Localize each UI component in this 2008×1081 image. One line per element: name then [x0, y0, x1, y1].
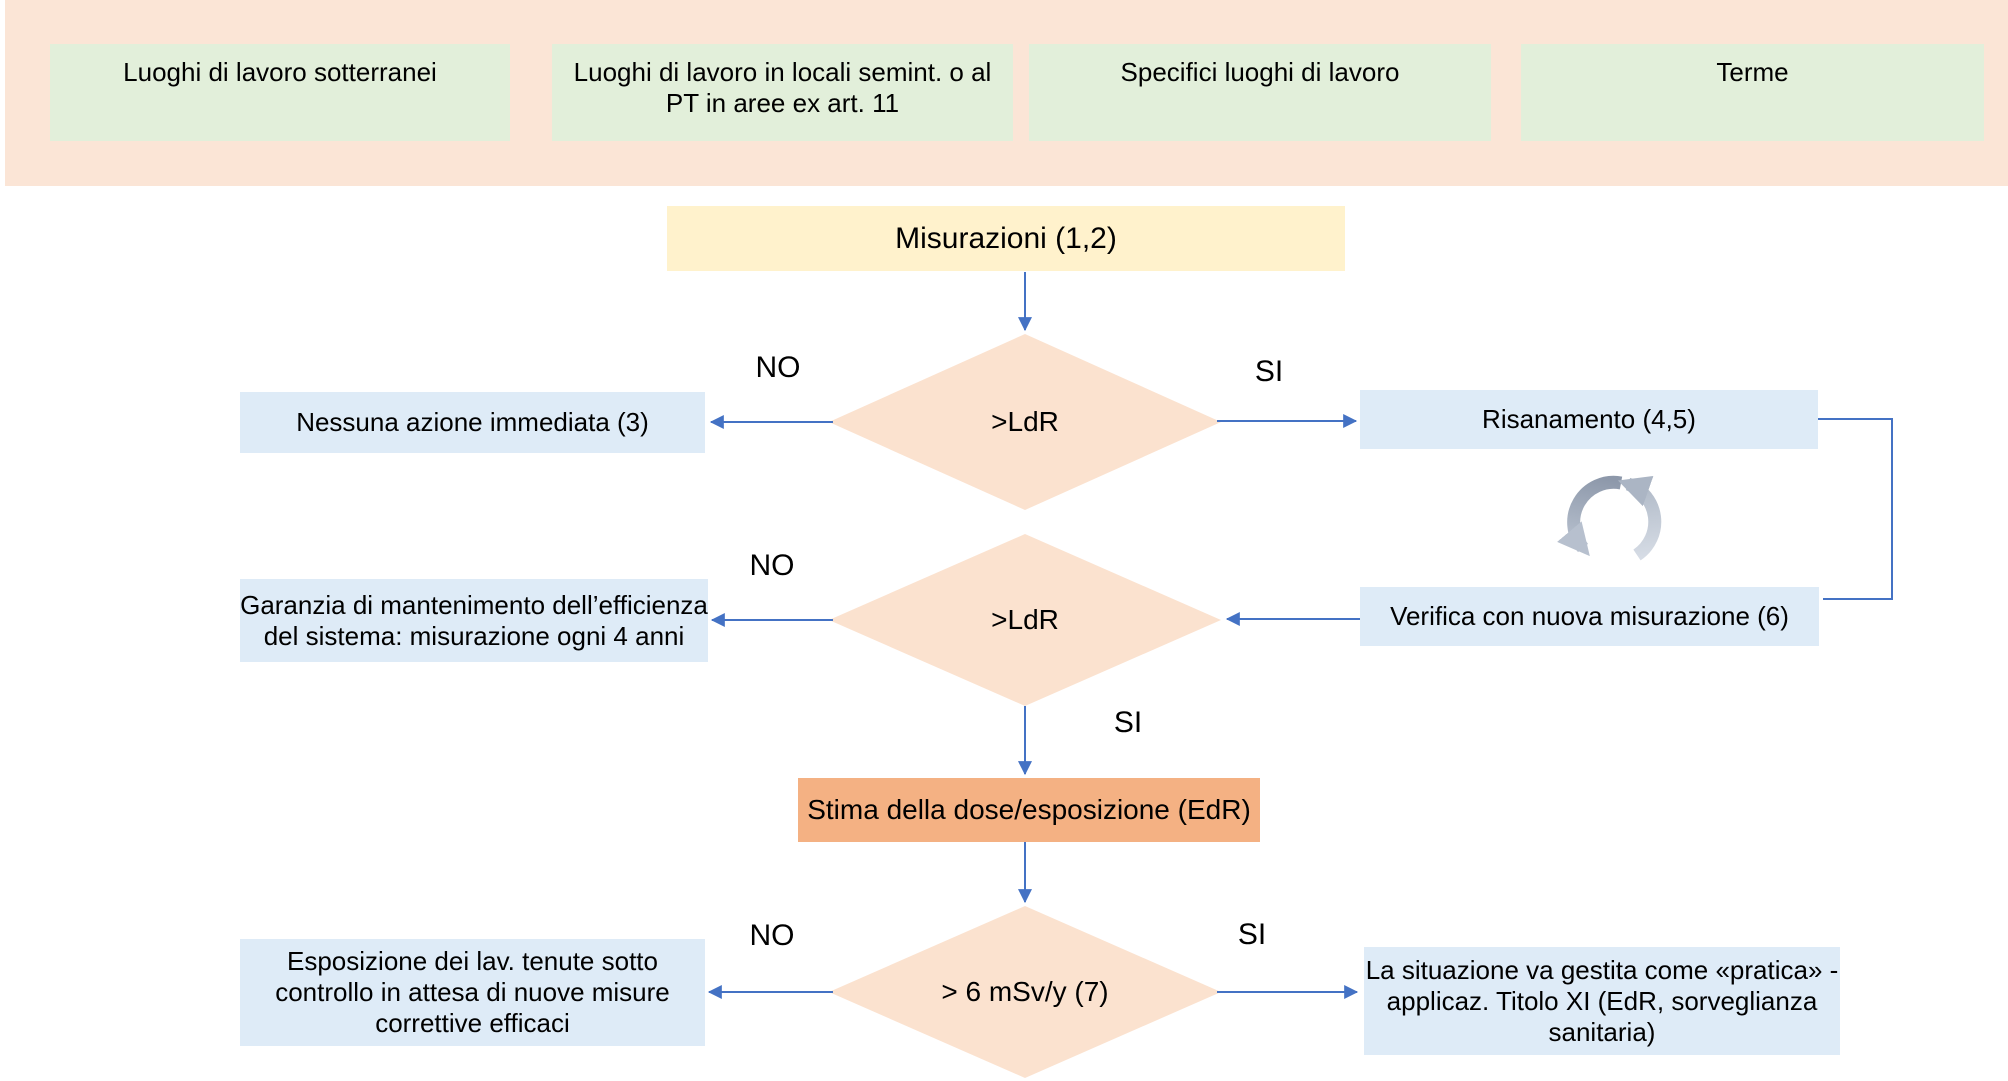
node-label: Esposizione dei lav. tenute sotto contro…: [275, 946, 670, 1038]
decision-6msv: > 6 mSv/y (7): [829, 906, 1221, 1078]
node-verifica-misurazione: Verifica con nuova misurazione (6): [1360, 587, 1819, 646]
refresh-cycle-icon: [1557, 475, 1662, 561]
node-label: Risanamento (4,5): [1482, 404, 1696, 434]
refresh-cycle-left-arc: [1557, 475, 1623, 557]
decision-label: >LdR: [991, 406, 1059, 437]
edge-label-si-1: SI: [1254, 355, 1284, 388]
node-label: Nessuna azione immediata (3): [296, 407, 649, 437]
category-box-specifici-luoghi: Specifici luoghi di lavoro: [1029, 44, 1491, 141]
node-label: Verifica con nuova misurazione (6): [1390, 601, 1789, 631]
category-label: Luoghi di lavoro in locali semint. o al …: [573, 57, 992, 118]
refresh-cycle-right-arc: [1617, 475, 1662, 561]
category-box-terme: Terme: [1521, 44, 1984, 141]
node-risanamento: Risanamento (4,5): [1360, 390, 1818, 449]
node-garanzia-mantenimento: Garanzia di mantenimento dell’efficienza…: [240, 579, 708, 662]
node-label: La situazione va gestita come «pratica» …: [1365, 954, 1839, 1047]
category-label: Terme: [1716, 57, 1789, 87]
node-esposizione-controllo: Esposizione dei lav. tenute sotto contro…: [240, 939, 705, 1046]
node-situazione-pratica: La situazione va gestita come «pratica» …: [1364, 947, 1840, 1055]
edge-label-no-3: NO: [749, 919, 795, 952]
decision-label: >LdR: [991, 604, 1059, 635]
category-label: Specifici luoghi di lavoro: [1120, 57, 1400, 87]
category-box-luoghi-sotterranei: Luoghi di lavoro sotterranei: [50, 44, 510, 141]
decision-label: > 6 mSv/y (7): [941, 976, 1109, 1007]
decision-ldr-2: >LdR: [829, 534, 1221, 706]
node-stima-dose: Stima della dose/esposizione (EdR): [798, 778, 1260, 842]
category-label: Luoghi di lavoro sotterranei: [123, 57, 437, 87]
node-nessuna-azione: Nessuna azione immediata (3): [240, 392, 705, 453]
node-label: Misurazioni (1,2): [895, 221, 1117, 255]
edge-label-no-1: NO: [755, 351, 801, 384]
edge-label-si-3: SI: [1237, 918, 1267, 951]
decision-ldr-1: >LdR: [829, 334, 1221, 510]
category-box-locali-seminterrati: Luoghi di lavoro in locali semint. o al …: [552, 44, 1013, 141]
connector-risanamento-to-verifica: [1818, 418, 1893, 600]
edge-label-si-2: SI: [1113, 706, 1143, 739]
edge-label-no-2: NO: [749, 549, 795, 582]
node-label: Stima della dose/esposizione (EdR): [807, 794, 1251, 825]
node-misurazioni: Misurazioni (1,2): [667, 206, 1345, 271]
node-label: Garanzia di mantenimento dell’efficienza…: [240, 589, 708, 651]
